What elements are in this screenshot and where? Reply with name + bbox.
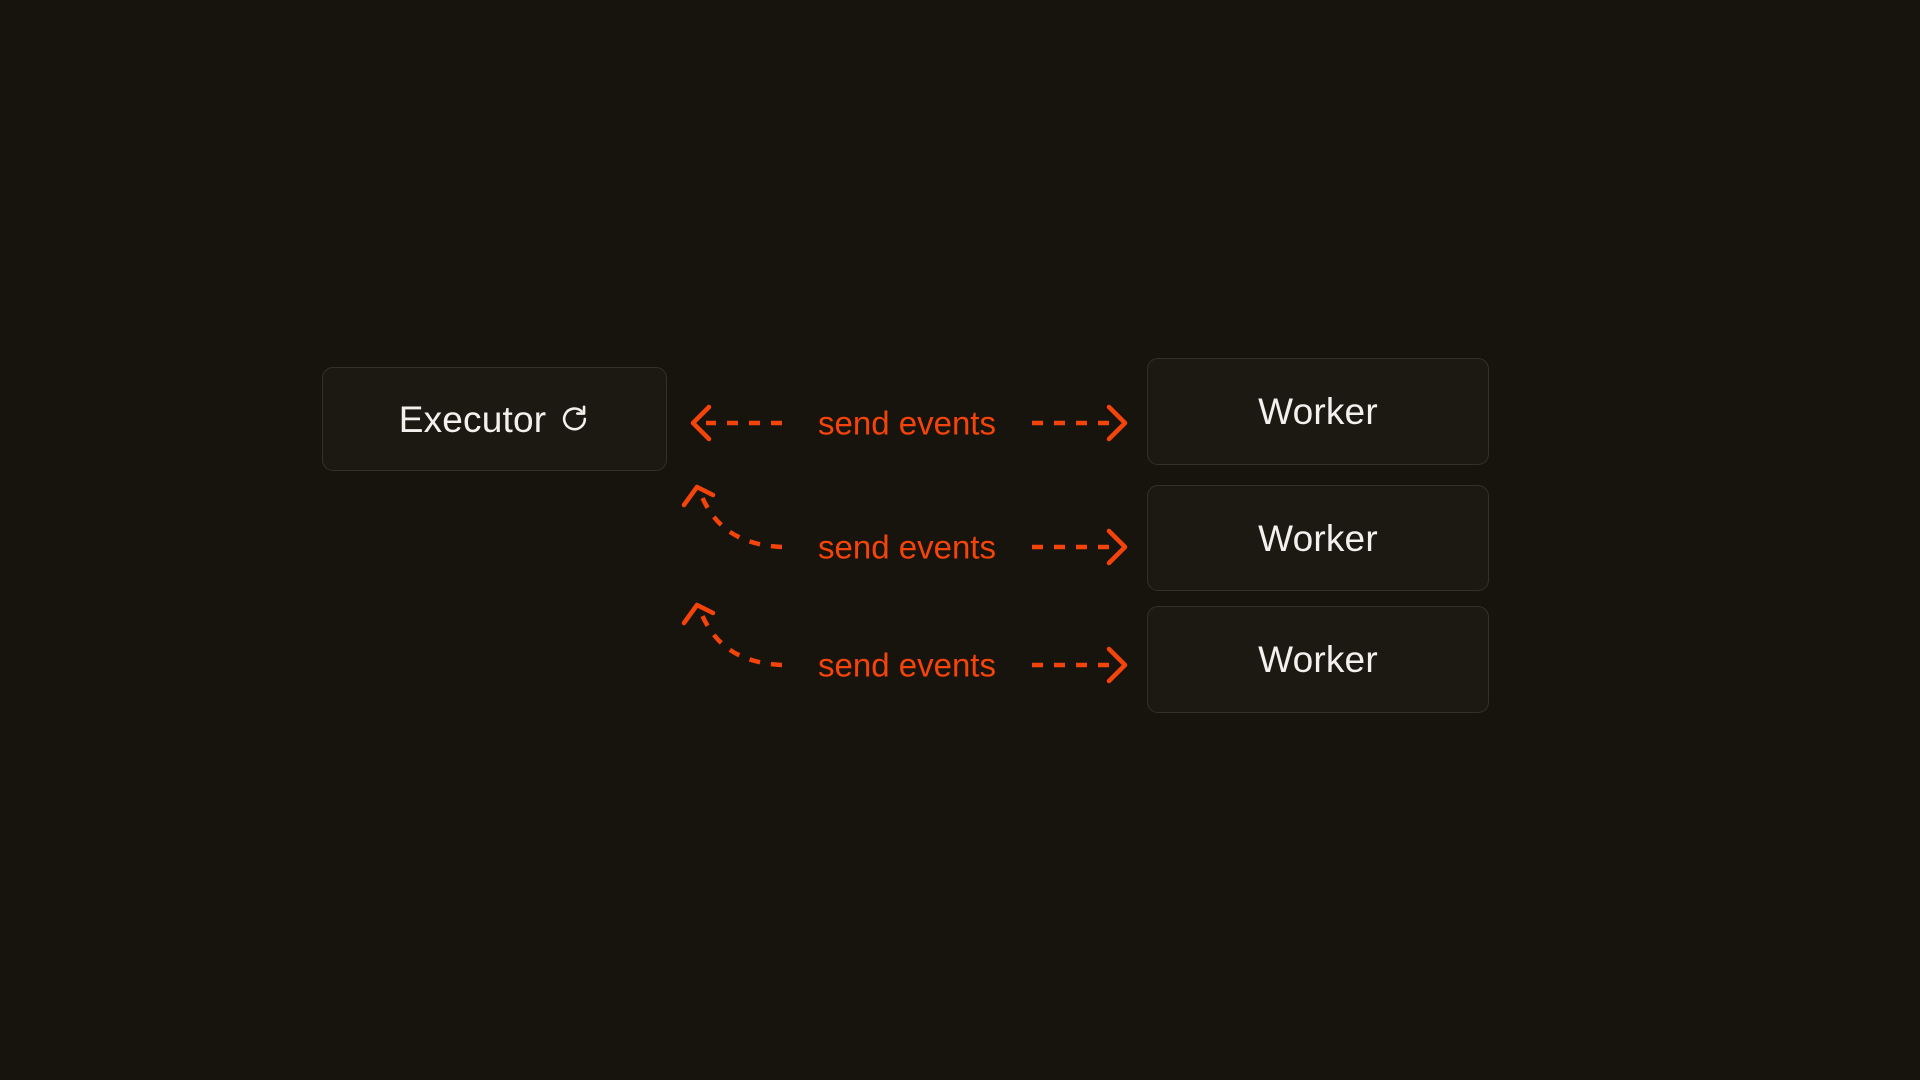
edge-1-curve-return <box>697 491 783 550</box>
edge-label-2: send events <box>818 646 996 684</box>
edge-label-1: send events <box>818 528 996 566</box>
edge-2-arrowhead-return <box>681 602 716 626</box>
edge-2-arrowhead-forward <box>1106 646 1128 684</box>
edge-0-arrowhead-left <box>690 404 712 442</box>
node-worker-1[interactable]: Worker <box>1147 485 1489 591</box>
node-executor[interactable]: Executor <box>322 367 667 471</box>
node-worker-2-label: Worker <box>1258 639 1378 680</box>
node-worker-0[interactable]: Worker <box>1147 358 1489 465</box>
node-worker-2[interactable]: Worker <box>1147 606 1489 713</box>
refresh-icon <box>559 404 590 435</box>
node-executor-content: Executor <box>399 401 591 438</box>
edge-2-curve-return <box>697 609 783 668</box>
edge-0-arrowhead-right <box>1106 404 1128 442</box>
node-executor-label: Executor <box>398 398 547 440</box>
node-worker-0-label: Worker <box>1258 391 1378 432</box>
edge-1-arrowhead-forward <box>1106 528 1128 566</box>
edge-label-0: send events <box>818 404 996 442</box>
edge-1-arrowhead-return <box>681 484 716 508</box>
node-worker-1-label: Worker <box>1258 517 1378 559</box>
